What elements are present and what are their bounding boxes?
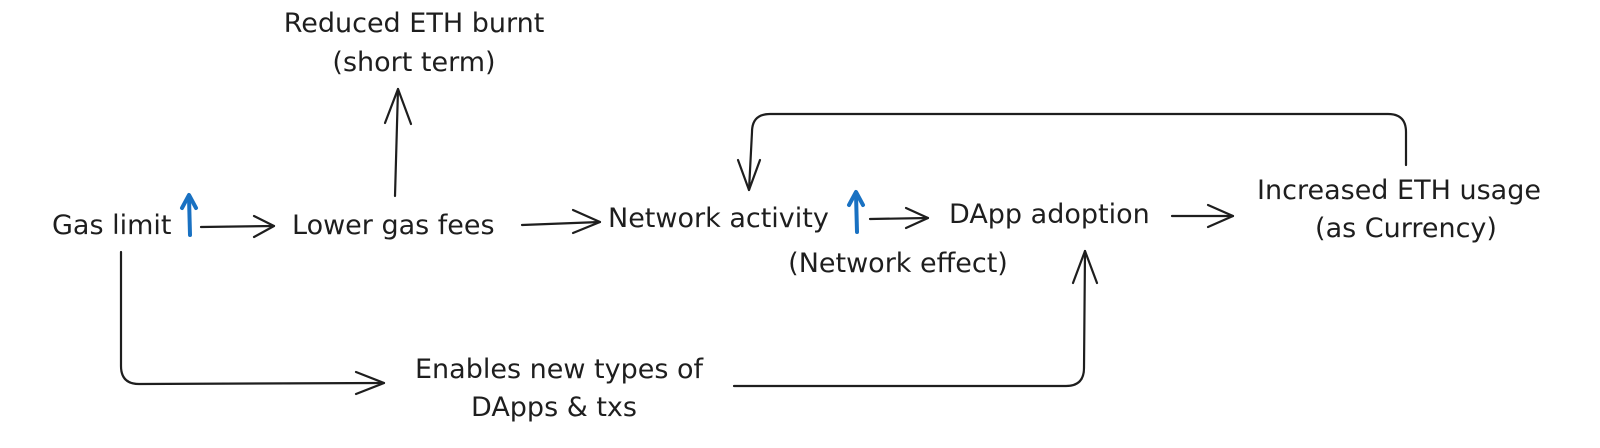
node-gas-limit: Gas limit: [52, 210, 172, 241]
network-activity-increase-arrow-icon: [847, 190, 865, 234]
node-enables-new-types-line2: DApps & txs: [471, 392, 637, 423]
edge-lower-gas-fees-to-reduced-eth-burnt: [383, 87, 413, 198]
node-lower-gas-fees: Lower gas fees: [292, 210, 495, 241]
node-network-effect: (Network effect): [788, 248, 1008, 279]
node-reduced-eth-burnt-line1: Reduced ETH burnt: [284, 8, 545, 39]
edge-network-activity-to-dapp-adoption: [868, 206, 930, 230]
edge-enables-new-types-to-dapp-adoption: [732, 249, 1099, 388]
node-network-activity: Network activity: [608, 203, 829, 234]
edge-lower-gas-fees-to-network-activity: [520, 208, 602, 235]
node-increased-eth-usage-line1: Increased ETH usage: [1257, 175, 1541, 206]
edge-gas-limit-to-enables-new-types: [119, 250, 386, 396]
edge-gas-limit-to-lower-gas-fees: [199, 214, 276, 239]
node-dapp-adoption: DApp adoption: [949, 199, 1150, 230]
gas-limit-increase-arrow-icon: [180, 193, 198, 237]
node-reduced-eth-burnt-line2: (short term): [332, 47, 495, 78]
edge-dapp-adoption-to-increased-eth-usage: [1170, 203, 1235, 229]
edge-increased-eth-usage-feedback-to-network-activity: [736, 112, 1408, 192]
node-increased-eth-usage-line2: (as Currency): [1315, 213, 1497, 244]
node-enables-new-types-line1: Enables new types of: [415, 354, 704, 385]
